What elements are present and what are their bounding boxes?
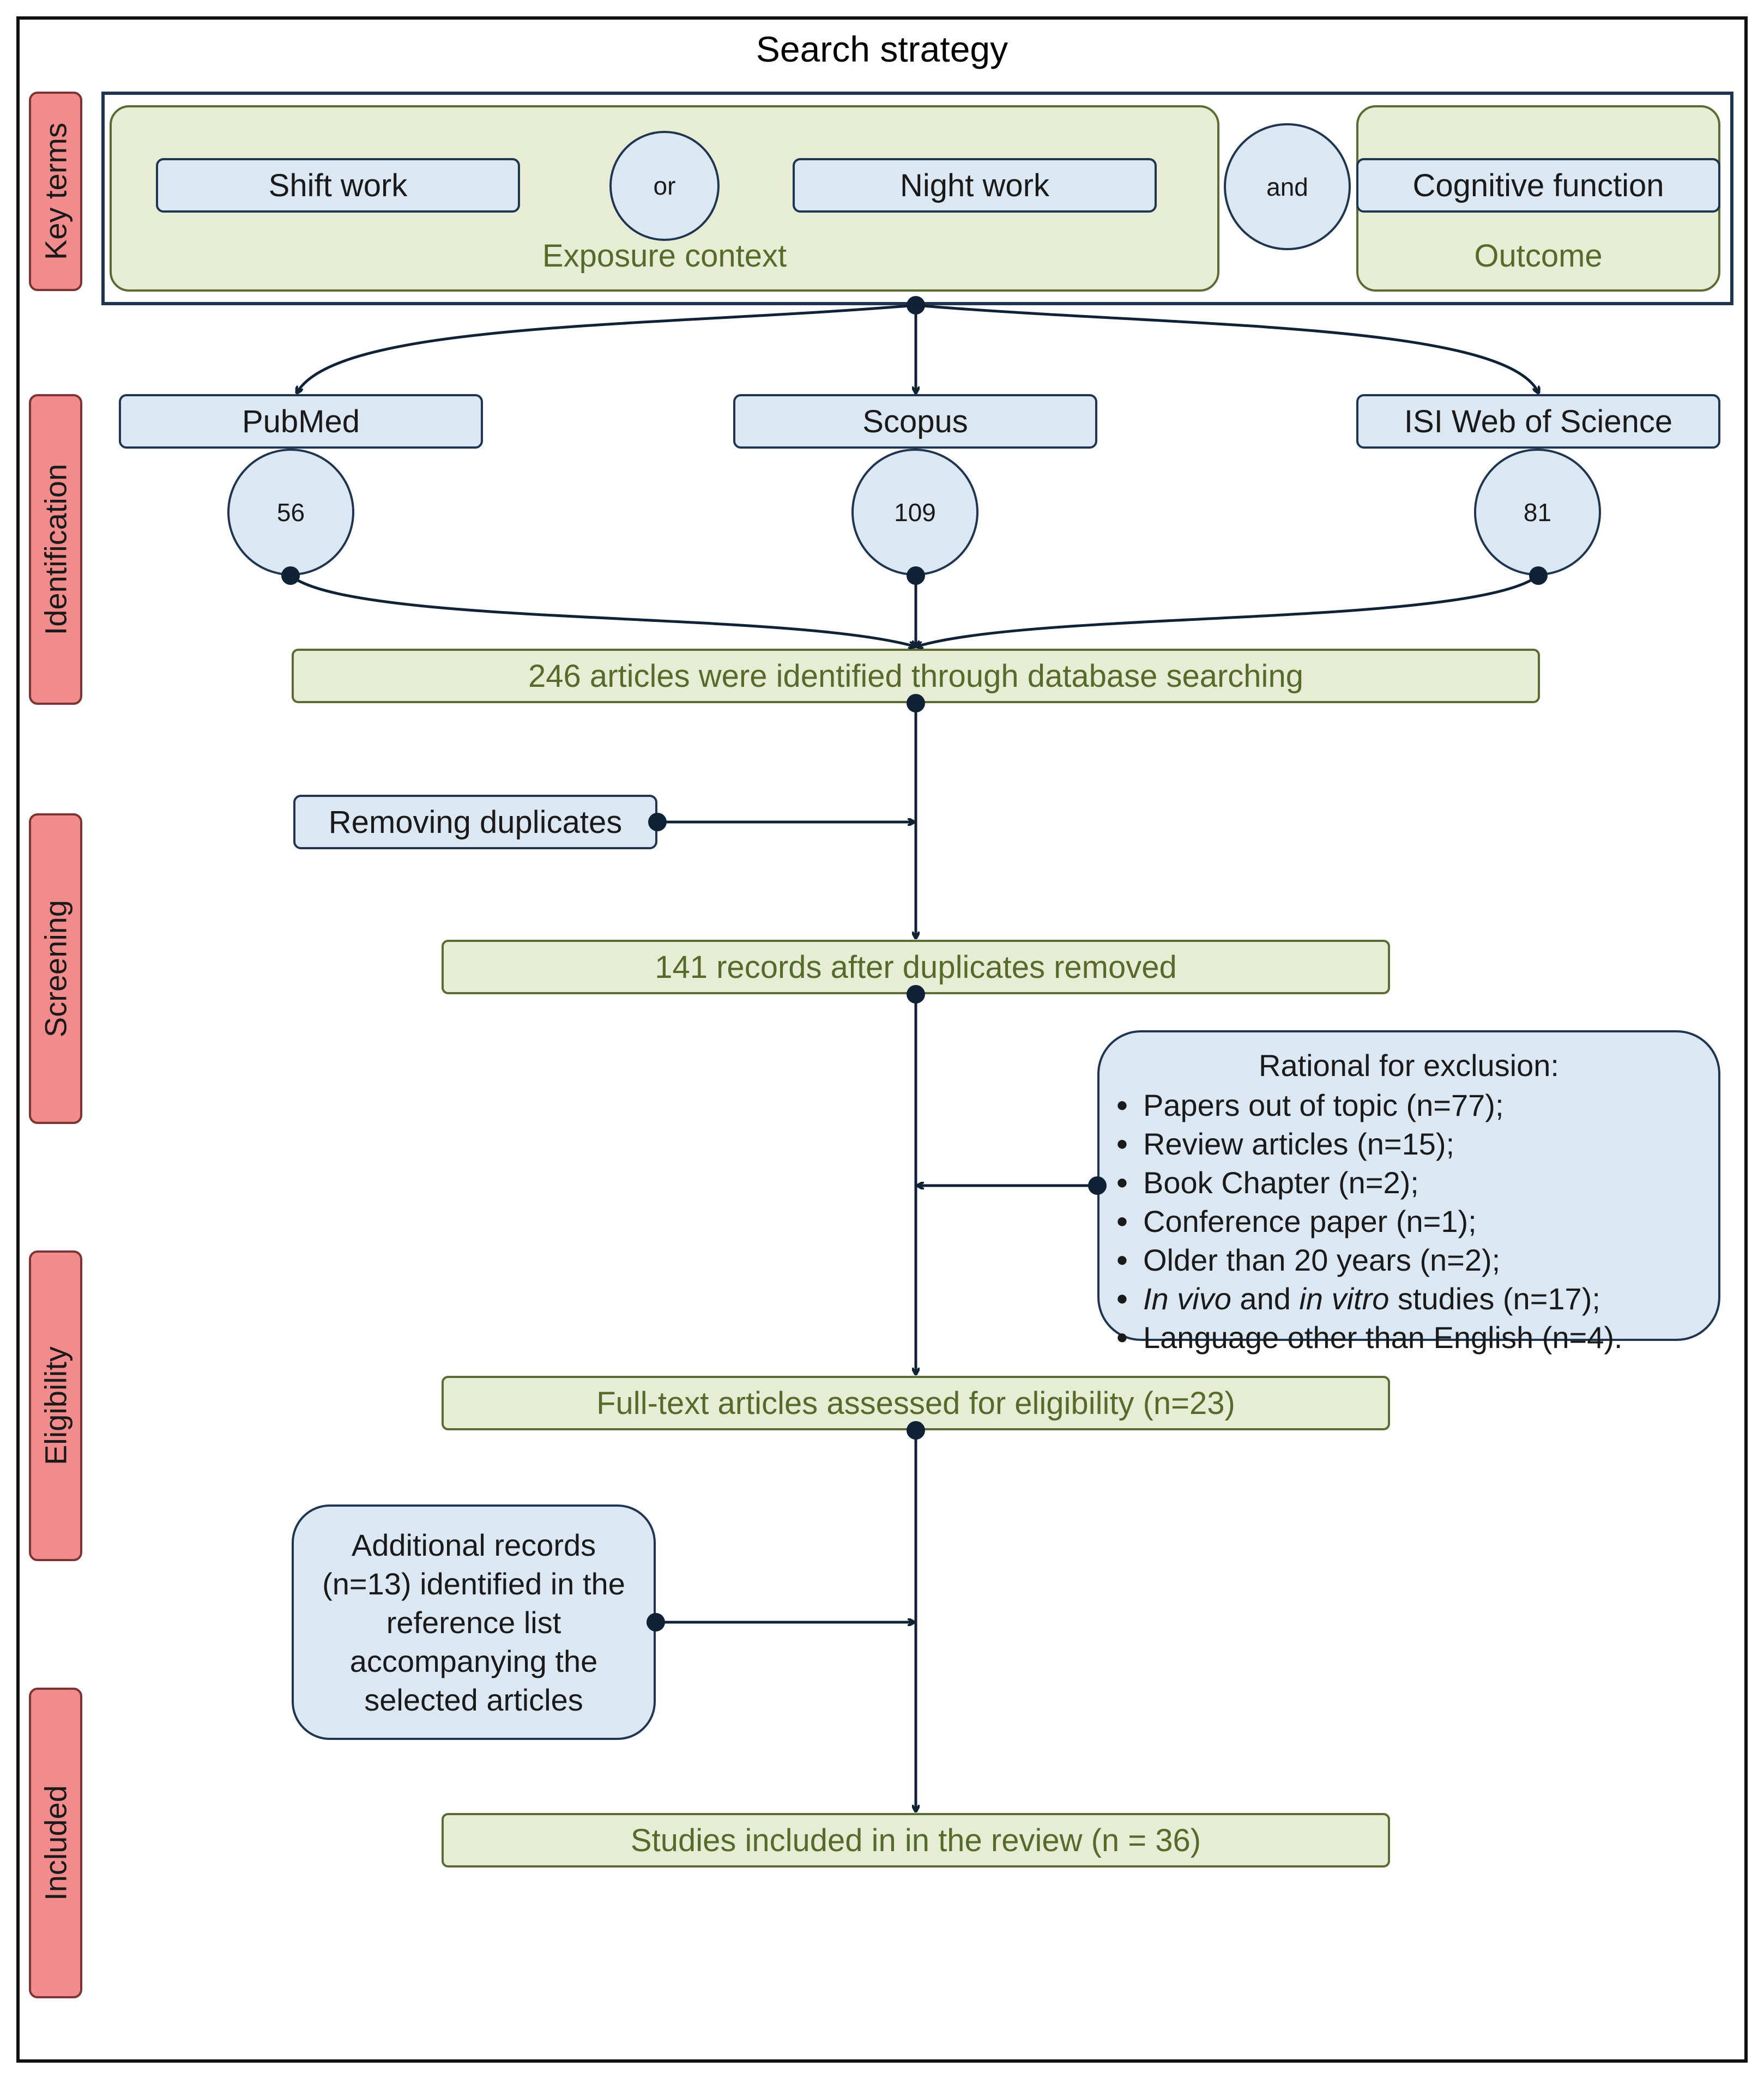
junction-dot xyxy=(1529,566,1548,585)
exclusion-item: Papers out of topic (n=77); xyxy=(1116,1086,1623,1125)
connector-to-isi xyxy=(915,304,1538,392)
junction-dot xyxy=(907,296,925,315)
stage-key-terms: Key terms xyxy=(29,92,82,291)
junction-dot xyxy=(1088,1176,1107,1195)
term-night-work: Night work xyxy=(793,158,1157,213)
junction-dot xyxy=(907,1421,925,1440)
term-shift-work: Shift work xyxy=(156,158,520,213)
included-box: Studies included in in the review (n = 3… xyxy=(442,1813,1390,1868)
exclusion-item: Older than 20 years (n=2); xyxy=(1116,1241,1623,1279)
or-connector: or xyxy=(609,131,720,241)
stage-identification: Identification xyxy=(29,394,82,705)
database-pubmed: PubMed xyxy=(119,394,483,449)
exposure-context-label: Exposure context xyxy=(542,238,787,274)
exclusion-heading: Rational for exclusion: xyxy=(1259,1048,1559,1083)
exclusion-item: Review articles (n=15); xyxy=(1116,1125,1623,1163)
count-isi: 81 xyxy=(1474,449,1601,576)
junction-dot xyxy=(647,1613,665,1631)
exclusion-item: Conference paper (n=1); xyxy=(1116,1202,1623,1241)
and-connector: and xyxy=(1224,123,1351,250)
term-cognitive-function: Cognitive function xyxy=(1356,158,1720,213)
junction-dot xyxy=(907,985,925,1004)
stage-eligibility: Eligibility xyxy=(29,1250,82,1561)
exclusion-list: Papers out of topic (n=77); Review artic… xyxy=(1116,1086,1623,1357)
stage-screening: Screening xyxy=(29,813,82,1124)
count-scopus: 109 xyxy=(851,449,978,576)
connector-isi-identified xyxy=(917,575,1539,646)
count-pubmed: 56 xyxy=(227,449,354,576)
connector-to-pubmed xyxy=(297,304,916,392)
exclusion-item: In vivo and in vitro studies (n=17); xyxy=(1116,1279,1623,1318)
outcome-label: Outcome xyxy=(1474,238,1603,274)
junction-dot xyxy=(907,694,925,712)
junction-dot xyxy=(907,566,925,585)
junction-dot xyxy=(648,813,667,831)
stage-included: Included xyxy=(29,1688,82,1998)
exclusion-item: Language other than English (n=4). xyxy=(1116,1318,1623,1357)
exclusion-box: Rational for exclusion: Papers out of to… xyxy=(1097,1030,1720,1357)
exclusion-item: Book Chapter (n=2); xyxy=(1116,1163,1623,1202)
database-isi-web-of-science: ISI Web of Science xyxy=(1356,394,1720,449)
database-scopus: Scopus xyxy=(733,394,1097,449)
diagram-title: Search strategy xyxy=(756,29,1008,69)
junction-dot xyxy=(281,566,300,585)
removing-duplicates-box: Removing duplicates xyxy=(293,795,657,849)
additional-records-box: Additional records (n=13) identified in … xyxy=(292,1504,656,1740)
connector-pubmed-identified xyxy=(289,575,915,646)
